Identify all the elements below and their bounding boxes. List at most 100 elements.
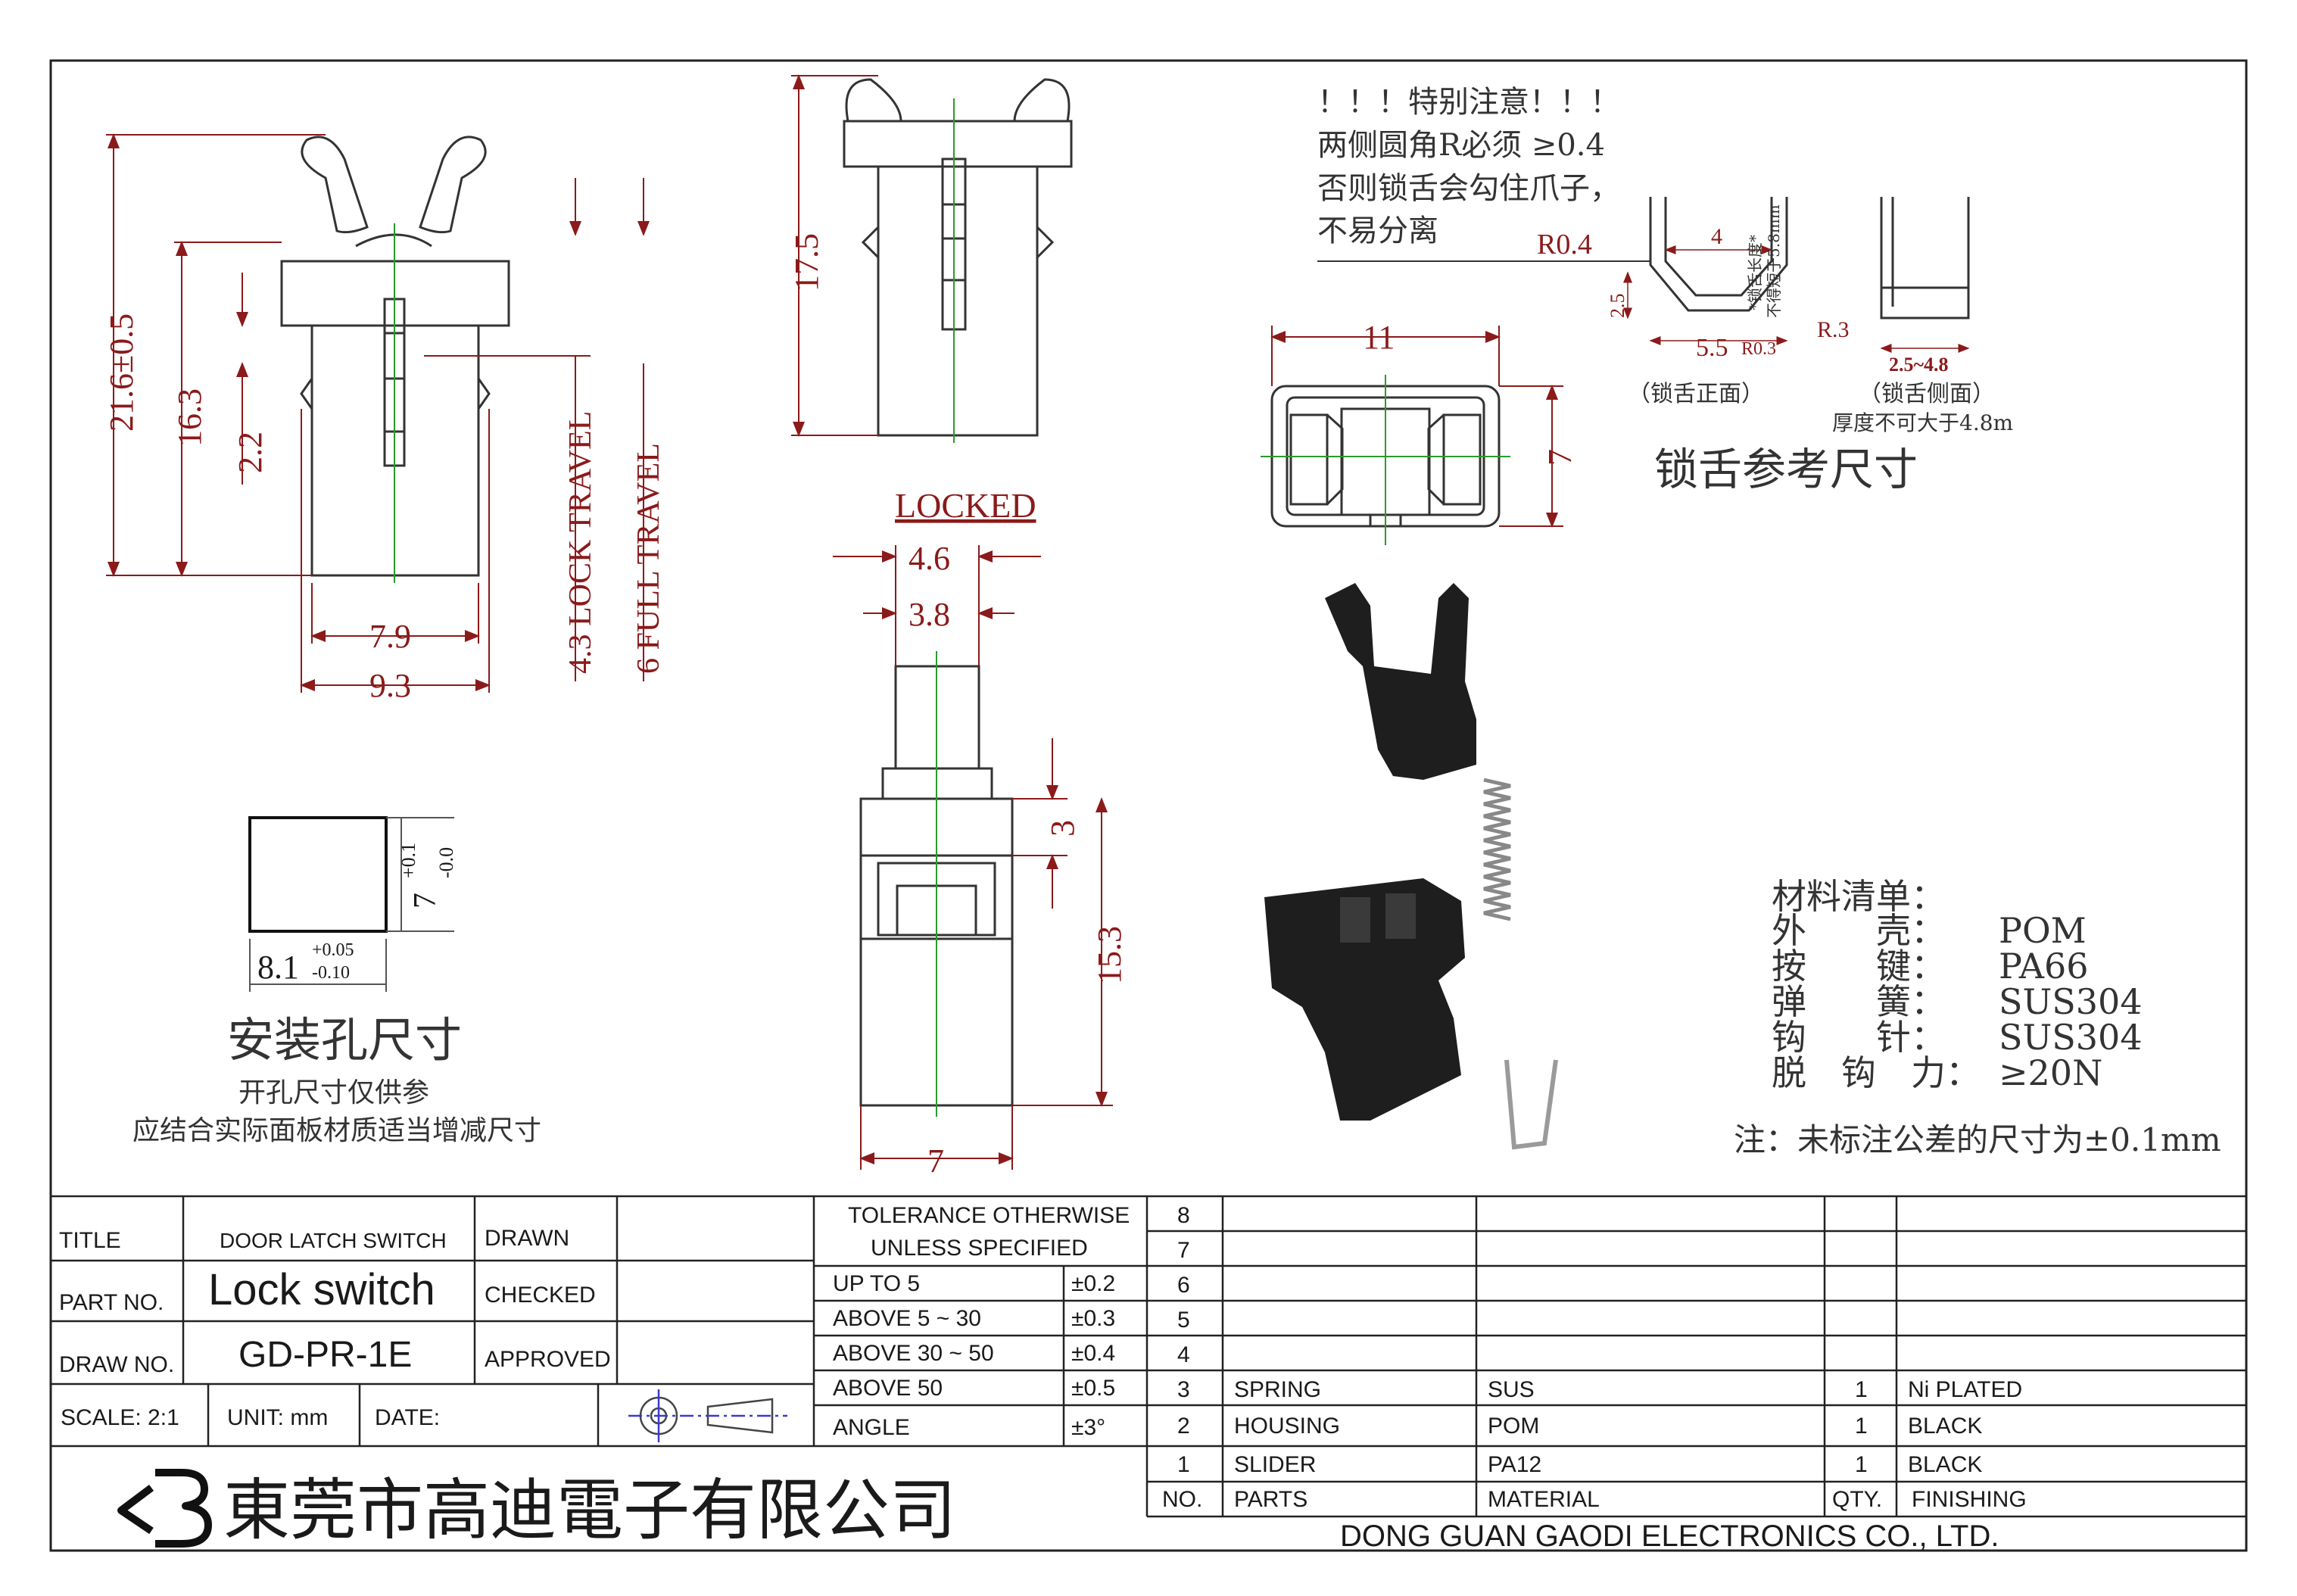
warning-line-3: 否则锁舌会勾住爪子， [1317, 171, 1620, 206]
drawn-label: DRAWN [485, 1226, 569, 1251]
tongue-r03: R0.3 [1741, 339, 1776, 359]
tolerance-header-2: UNLESS SPECIFIED [871, 1236, 1088, 1261]
mounting-hole-dims [249, 817, 454, 992]
tolerance-value-2: ±0.3 [1071, 1306, 1115, 1331]
warning-line-1: ！！！特别注意！！！ [1317, 85, 1620, 120]
title-label: TITLE [59, 1228, 121, 1253]
hole-width-tol-plus: +0.05 [312, 940, 354, 960]
bom-header-material: MATERIAL [1488, 1487, 1600, 1512]
bom-header-qty: QTY. [1832, 1487, 1882, 1512]
dim-lock-travel: 4.3 LOCK TRAVEL [563, 411, 598, 674]
dim-full-travel: 6 FULL TRAVEL [631, 443, 666, 674]
bom-header-no: NO. [1162, 1487, 1202, 1512]
warning-line-4: 不易分离 [1317, 214, 1438, 248]
material-value-1: POM [1999, 910, 2087, 951]
bom-part: HOUSING [1234, 1414, 1340, 1439]
warning-line-2: 两侧圆角R必须 ≥0.4 [1317, 128, 1605, 163]
dim-width-inner: 7.9 [369, 618, 411, 655]
top-centerlines [1261, 375, 1510, 545]
tolerance-value-5: ±3° [1071, 1415, 1105, 1440]
tongue-note-b: 不得短于5.8mm [1765, 204, 1783, 318]
tongue-r04: R0.4 [1537, 229, 1592, 260]
date-text: DATE: [375, 1405, 440, 1430]
mounting-hole [248, 816, 388, 933]
material-value-3: SUS304 [1999, 981, 2143, 1022]
front-dims [106, 133, 650, 693]
dim-locked-offset: 3 [1044, 820, 1081, 837]
bom-header-finishing: FINISHING [1912, 1487, 2027, 1512]
hole-title: 安装孔尺寸 [227, 1012, 462, 1068]
hole-note-2: 应结合实际面板材质适当增减尺寸 [132, 1115, 541, 1146]
dim-small-offset: 2.2 [232, 432, 269, 473]
tolerance-range-4: ABOVE 50 [833, 1376, 943, 1401]
dim-width-outer: 9.3 [369, 667, 411, 704]
tongue-side [1880, 197, 1970, 320]
tongue-side-caption: （锁舌侧面） [1859, 381, 1995, 407]
bom-material: PA12 [1488, 1452, 1541, 1477]
exploded-spring [1483, 778, 1511, 921]
company-logo-icon [117, 1469, 212, 1548]
tongue-front-dims [1623, 245, 1788, 345]
tolerance-header-1: TOLERANCE OTHERWISE [848, 1203, 1130, 1228]
bom-part: SLIDER [1234, 1452, 1316, 1477]
sheet-border [49, 59, 2248, 1552]
dim-locked-base: 7 [927, 1142, 944, 1180]
tongue-side-note: 厚度不可大于4.8m [1832, 410, 2013, 435]
side-dims [791, 74, 878, 437]
exploded-housing [1264, 878, 1465, 1121]
dim-locked-height: 15.3 [1091, 926, 1128, 984]
tongue-thickness: 2.5~4.8 [1889, 354, 1949, 376]
material-name-3: 弹 簧： [1772, 981, 1946, 1022]
approved-label: APPROVED [485, 1347, 611, 1372]
bom-no: 1 [1177, 1452, 1190, 1477]
bom-no: 3 [1177, 1377, 1190, 1402]
tolerance-range-1: UP TO 5 [833, 1271, 920, 1296]
bom-part: SPRING [1234, 1377, 1321, 1402]
unit-text: UNIT: mm [227, 1405, 328, 1430]
bom-qty: 1 [1855, 1452, 1868, 1477]
dim-top-depth: 7 [1541, 449, 1579, 466]
tongue-width-4: 4 [1711, 224, 1722, 249]
material-name-2: 按 键： [1772, 946, 1946, 987]
hole-height-tol-minus: -0.0 [435, 847, 457, 878]
bom-qty: 1 [1855, 1377, 1868, 1402]
tongue-width-55: 5.5 [1696, 334, 1728, 362]
draw-label: DRAW NO. [59, 1352, 174, 1377]
hole-width-main: 8.1 [257, 949, 299, 986]
tolerance-value-3: ±0.4 [1071, 1341, 1115, 1366]
exploded-hook [1504, 1059, 1558, 1150]
dim-locked-width-a: 4.6 [909, 540, 950, 577]
scale-text: SCALE: 2:1 [61, 1405, 179, 1430]
materials-title: 材料清单： [1772, 876, 1946, 917]
hole-width-tol-minus: -0.10 [312, 963, 350, 983]
material-value-2: PA66 [1999, 946, 2088, 987]
checked-label: CHECKED [485, 1283, 596, 1308]
dim-overall-height: 21.6±0.5 [103, 313, 140, 432]
top-dims [1270, 326, 1563, 528]
exploded-slider [1325, 583, 1476, 780]
material-value-4: SUS304 [1999, 1017, 2143, 1058]
draw-value: GD-PR-1E [238, 1335, 412, 1375]
bom-row-number: 5 [1177, 1308, 1190, 1333]
hole-note-1: 开孔尺寸仅供参 [238, 1077, 429, 1108]
dim-locked-width-b: 3.8 [909, 596, 950, 633]
dim-body-height: 16.3 [171, 388, 208, 447]
material-name-1: 外 壳： [1772, 910, 1946, 951]
company-name-en: DONG GUAN GAODI ELECTRONICS CO., LTD. [1340, 1520, 1999, 1553]
locked-dims [833, 545, 1113, 1170]
tolerance-range-3: ABOVE 30 ~ 50 [833, 1341, 994, 1366]
bom-qty: 1 [1855, 1414, 1868, 1439]
bom-finishing: BLACK [1908, 1452, 1982, 1477]
bom-finishing: Ni PLATED [1908, 1377, 2022, 1402]
hole-height-tol-plus: +0.1 [397, 843, 419, 878]
tolerance-range-5: ANGLE [833, 1415, 910, 1440]
material-value-5: ≥20N [1999, 1052, 2102, 1093]
bom-row-number: 7 [1177, 1238, 1190, 1263]
bom-finishing: BLACK [1908, 1414, 1982, 1439]
dim-side-height: 17.5 [788, 233, 825, 291]
bom-no: 2 [1177, 1414, 1190, 1439]
bom-material: POM [1488, 1414, 1539, 1439]
tongue-reference-title: 锁舌参考尺寸 [1654, 444, 1918, 495]
side-view [843, 78, 1073, 437]
